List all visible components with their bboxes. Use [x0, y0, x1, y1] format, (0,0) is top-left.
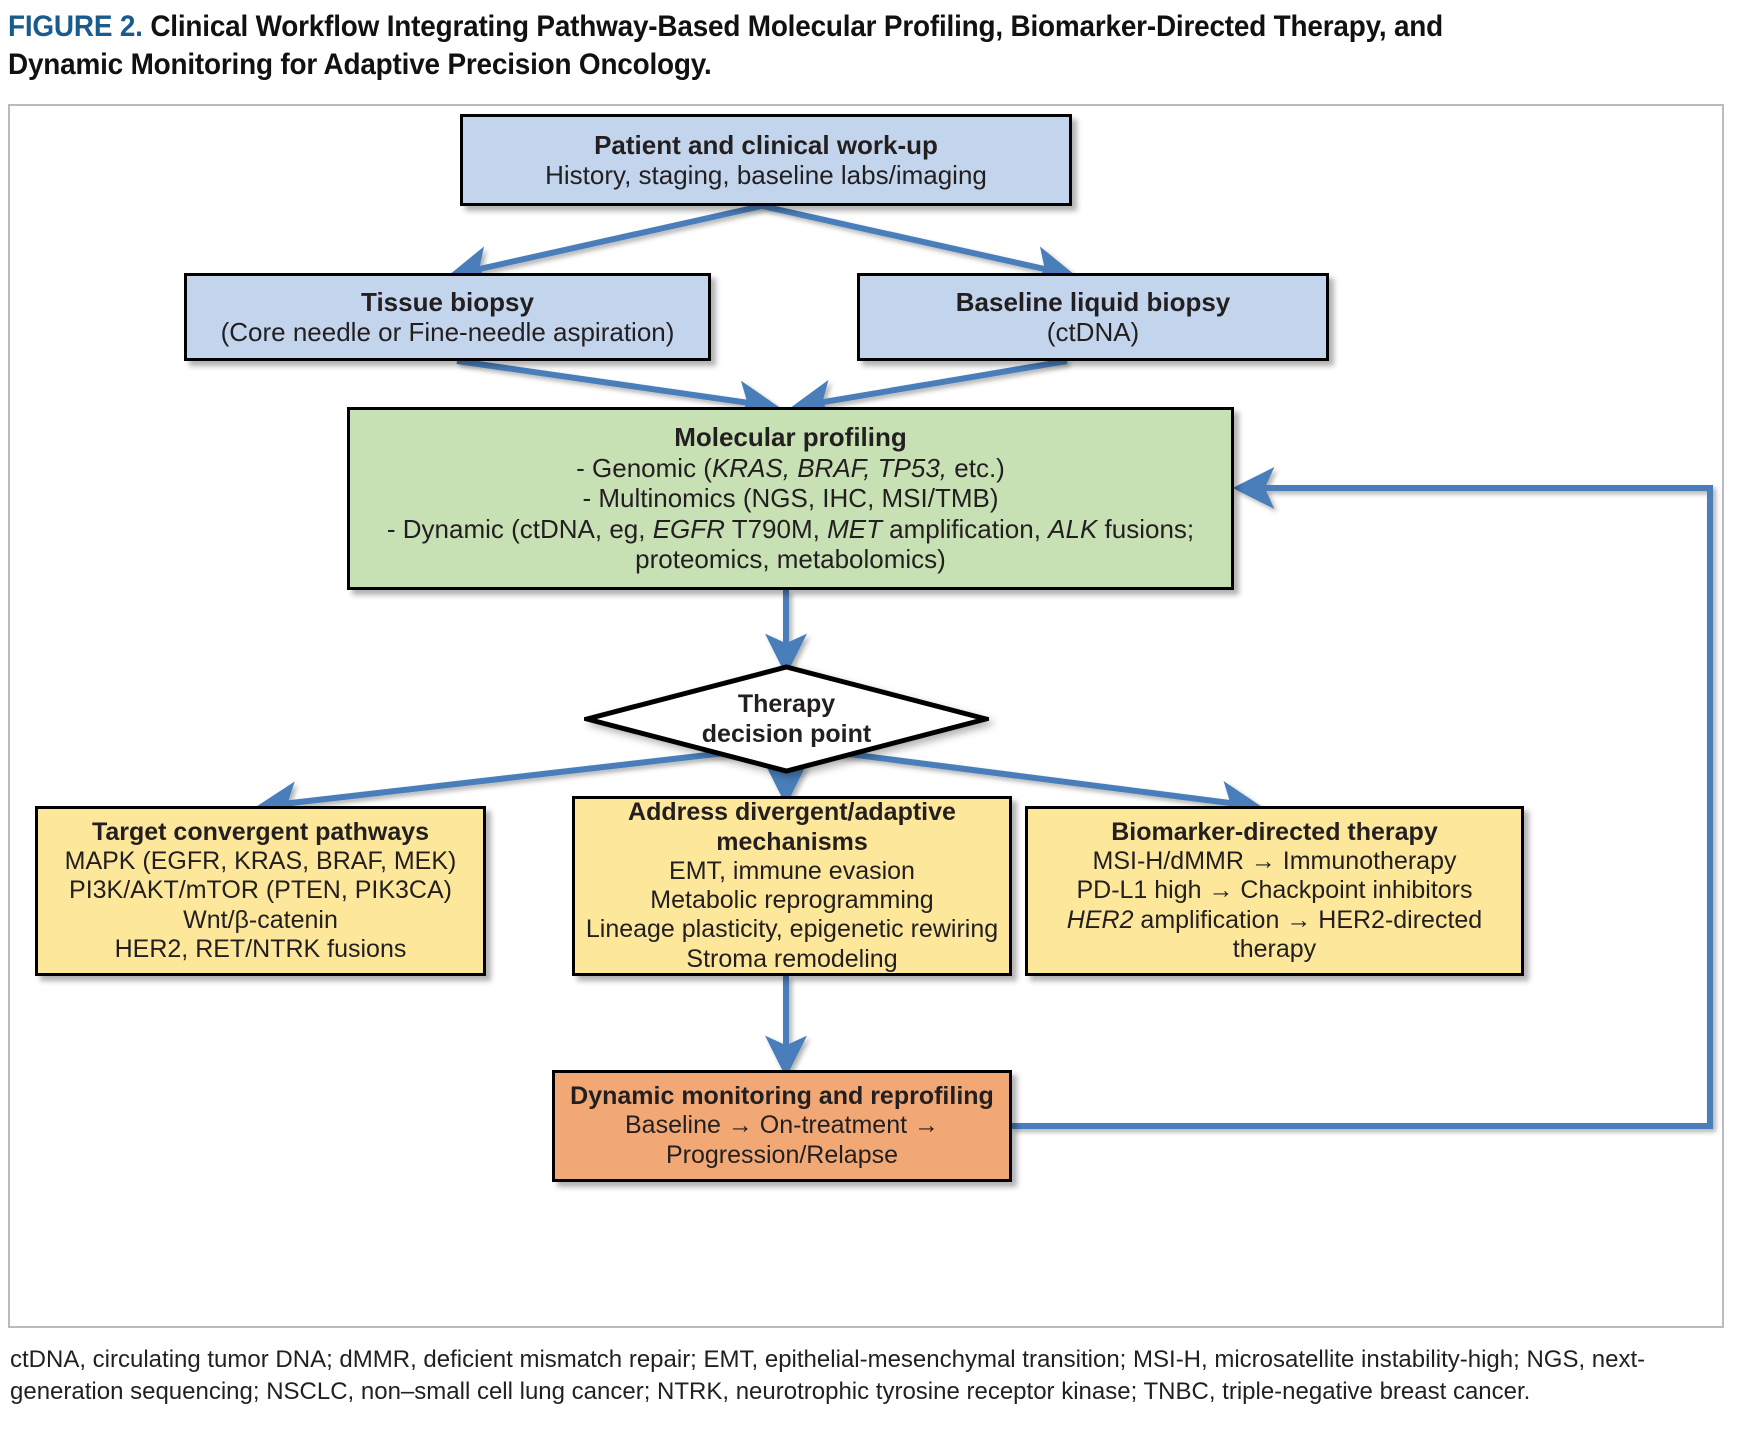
node-divergent-mechanisms-heading-line-1: mechanisms [716, 827, 868, 856]
node-molecular-profiling[interactable]: Molecular profiling - Genomic (KRAS, BRA… [347, 407, 1234, 590]
node-dynamic-monitoring[interactable]: Dynamic monitoring and reprofiling Basel… [552, 1070, 1012, 1182]
node-therapy-decision-line-0: Therapy [737, 690, 836, 718]
node-therapy-decision-line-1: decision point [701, 720, 872, 748]
node-convergent-pathways-line-2: Wnt/β-catenin [183, 905, 338, 934]
node-convergent-pathways-line-3: HER2, RET/NTRK fusions [114, 934, 407, 963]
node-biomarker-therapy-line-1: PD-L1 high → Chackpoint inhibitors [1076, 876, 1473, 905]
node-therapy-decision-label: Therapy decision point [702, 689, 871, 749]
node-molecular-profiling-heading: Molecular profiling [674, 422, 907, 453]
figure-frame: Patient and clinical work-up History, st… [8, 104, 1724, 1328]
node-divergent-mechanisms[interactable]: Address divergent/adaptive mechanisms EM… [572, 796, 1012, 976]
node-divergent-mechanisms-heading-line-0: Address divergent/adaptive [628, 798, 956, 827]
node-therapy-decision[interactable]: Therapy decision point [584, 664, 989, 774]
arrow-workup-to-liquid [761, 203, 1077, 288]
node-dynamic-monitoring-line-1: Progression/Relapse [665, 1140, 899, 1169]
node-dynamic-monitoring-line-0: Baseline → On-treatment → [624, 1111, 939, 1140]
page-title: Clinical Workflow Integrating Pathway-Ba… [8, 10, 1444, 81]
node-molecular-profiling-line-3: proteomics, metabolomics) [635, 544, 946, 575]
node-biomarker-therapy[interactable]: Biomarker-directed therapy MSI-H/dMMR → … [1025, 806, 1524, 976]
node-biomarker-therapy-heading: Biomarker-directed therapy [1111, 817, 1438, 846]
node-divergent-mechanisms-line-1: Metabolic reprogramming [650, 886, 934, 914]
node-convergent-pathways-heading: Target convergent pathways [91, 817, 430, 846]
node-tissue-biopsy[interactable]: Tissue biopsy (Core needle or Fine-needl… [184, 273, 711, 361]
node-divergent-mechanisms-line-0: EMT, immune evasion [669, 856, 915, 885]
node-dynamic-monitoring-heading: Dynamic monitoring and reprofiling [570, 1082, 994, 1111]
node-biomarker-therapy-line-0: MSI-H/dMMR → Immunotherapy [1092, 847, 1457, 876]
figure-title-block: FIGURE 2. Clinical Workflow Integrating … [8, 8, 1552, 83]
arrow-liquid-to-profiling [790, 358, 1068, 422]
node-convergent-pathways-line-1: PI3K/AKT/mTOR (PTEN, PIK3CA) [69, 876, 452, 905]
figure-number-label: FIGURE 2. [8, 10, 151, 43]
node-patient-workup-heading: Patient and clinical work-up [594, 129, 938, 160]
node-liquid-biopsy-heading: Baseline liquid biopsy [955, 286, 1231, 317]
node-divergent-mechanisms-line-2: Lineage plasticity, epigenetic rewiring [585, 915, 999, 944]
node-molecular-profiling-line-2: - Dynamic (ctDNA, eg, EGFR T790M, MET am… [386, 513, 1195, 544]
node-molecular-profiling-line-1: - Multinomics (NGS, IHC, MSI/TMB) [582, 483, 999, 514]
node-tissue-biopsy-heading: Tissue biopsy [361, 286, 534, 317]
node-convergent-pathways[interactable]: Target convergent pathways MAPK (EGFR, K… [35, 806, 486, 976]
node-liquid-biopsy[interactable]: Baseline liquid biopsy (ctDNA) [857, 273, 1329, 361]
node-tissue-biopsy-line-0: (Core needle or Fine-needle aspiration) [220, 317, 675, 347]
arrow-tissue-to-profiling [456, 358, 780, 423]
decision-diamond-shape [584, 664, 989, 774]
arrow-workup-to-tissue [447, 203, 763, 288]
node-divergent-mechanisms-line-3: Stroma remodeling [686, 944, 898, 973]
node-biomarker-therapy-line-2: HER2 amplification → HER2-directed thera… [1066, 905, 1483, 963]
node-convergent-pathways-line-0: MAPK (EGFR, KRAS, BRAF, MEK) [64, 847, 457, 876]
figure-footnote: ctDNA, circulating tumor DNA; dMMR, defi… [10, 1346, 1646, 1405]
node-molecular-profiling-line-0: - Genomic (KRAS, BRAF, TP53, etc.) [576, 452, 1005, 483]
node-liquid-biopsy-line-0: (ctDNA) [1046, 317, 1140, 347]
node-patient-workup-line-0: History, staging, baseline labs/imaging [545, 160, 987, 190]
node-patient-workup[interactable]: Patient and clinical work-up History, st… [460, 114, 1072, 206]
